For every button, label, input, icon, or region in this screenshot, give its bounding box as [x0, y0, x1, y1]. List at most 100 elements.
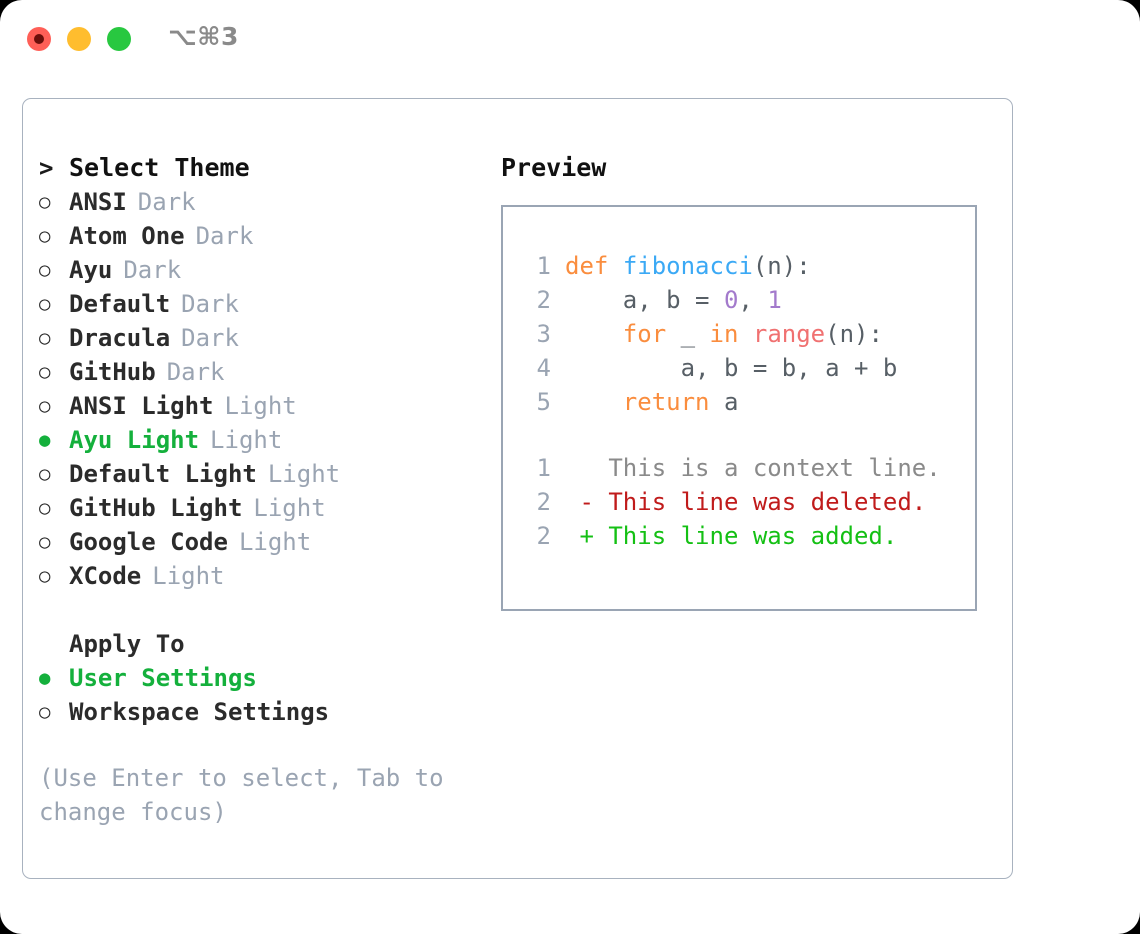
apply-to-heading: ○ Apply To [39, 627, 489, 661]
apply-to-label: Apply To [69, 630, 185, 658]
code-token: (n): [752, 252, 811, 280]
code-token: (n): [825, 320, 883, 348]
radio-unselected-icon: ○ [39, 259, 51, 281]
window-shortcut-label: ⌥⌘3 [168, 22, 239, 51]
theme-name: ANSI Light [69, 392, 214, 420]
radio-unselected-icon: ○ [39, 531, 51, 553]
radio-unselected-icon: ○ [39, 327, 51, 349]
radio-unselected-icon: ○ [39, 225, 51, 247]
theme-variant: Light [224, 392, 297, 420]
theme-list-item[interactable]: ○ Dracula Dark [39, 321, 489, 355]
theme-variant: Dark [137, 188, 196, 216]
theme-list-item[interactable]: ○ ANSI Light Light [39, 389, 489, 423]
apply-to-option[interactable]: ● User Settings [39, 661, 489, 695]
code-token: range [752, 320, 826, 348]
theme-variant: Light [152, 562, 225, 590]
code-token [738, 320, 752, 348]
minimize-button[interactable] [67, 27, 91, 51]
code-line: 3 for _ in range(n): [503, 317, 979, 351]
theme-name: Dracula [69, 324, 171, 352]
code-line-text: return a [551, 385, 739, 419]
theme-list-item[interactable]: ○ Atom One Dark [39, 219, 489, 253]
code-diff-separator [503, 419, 979, 451]
select-theme-label: Select Theme [69, 153, 250, 182]
diff-line-text: + This line was added. [565, 522, 898, 550]
code-token: in [709, 320, 739, 348]
theme-list-item[interactable]: ○ ANSI Dark [39, 185, 489, 219]
diff-line-number: 1 [536, 454, 551, 482]
theme-variant: Dark [181, 324, 239, 352]
code-line-text: def fibonacci(n): [551, 249, 811, 283]
code-token [565, 388, 623, 416]
theme-list-item[interactable]: ○ Ayu Dark [39, 253, 489, 287]
code-line-number: 5 [536, 388, 551, 416]
theme-variant: Light [267, 460, 341, 488]
theme-variant: Dark [166, 358, 225, 386]
caret-icon: > [39, 154, 54, 182]
diff-line: 2 + This line was added. [503, 519, 979, 553]
code-line-number: 2 [536, 286, 551, 314]
radio-unselected-icon: ○ [39, 565, 51, 587]
theme-name: GitHub [69, 358, 156, 386]
diff-lines: 1 This is a context line.2 - This line w… [503, 451, 979, 553]
code-token: def [565, 252, 609, 280]
code-line: 4 a, b = b, a + b [503, 351, 979, 385]
apply-to-option-label: User Settings [69, 664, 257, 692]
diff-line: 1 This is a context line. [503, 451, 979, 485]
theme-list-item[interactable]: ○ Default Light Light [39, 457, 489, 491]
diff-line-number: 2 [536, 522, 551, 550]
apply-to-option[interactable]: ○Workspace Settings [39, 695, 489, 729]
theme-name: Ayu [69, 256, 113, 284]
diff-line-text: This is a context line. [565, 454, 941, 482]
diff-line: 2 - This line was deleted. [503, 485, 979, 519]
code-token: a [709, 388, 739, 416]
code-line: 5 return a [503, 385, 979, 419]
radio-unselected-icon: ○ [39, 701, 51, 723]
close-button[interactable] [27, 27, 51, 51]
theme-variant: Dark [195, 222, 254, 250]
radio-unselected-icon: ○ [39, 463, 51, 485]
diff-line-text: - This line was deleted. [565, 488, 927, 516]
diff-line-number: 2 [536, 488, 551, 516]
radio-unselected-icon: ○ [39, 497, 51, 519]
radio-unselected-icon: ○ [39, 191, 51, 213]
preview-title: Preview [501, 153, 607, 182]
radio-unselected-icon: ○ [39, 361, 51, 383]
code-token: a, b = b, a + b [565, 354, 898, 382]
theme-variant: Light [210, 426, 283, 454]
radio-unselected-icon: ○ [39, 293, 51, 315]
preview-column: Preview [501, 151, 606, 185]
code-token: _ [666, 320, 710, 348]
code-token: fibonacci [622, 252, 753, 280]
radio-selected-icon: ● [39, 667, 51, 689]
radio-unselected-icon: ○ [39, 395, 51, 417]
apply-to-marker-placeholder: ○ [39, 627, 69, 661]
select-theme-heading: > Select Theme [39, 151, 489, 185]
code-token: a, b = [565, 286, 724, 314]
code-token: for [622, 320, 667, 348]
theme-name: Ayu Light [69, 426, 200, 454]
theme-name: ANSI [69, 188, 127, 216]
theme-list-item[interactable]: ○ GitHub Dark [39, 355, 489, 389]
code-line-text: a, b = b, a + b [551, 351, 898, 385]
code-line-number: 3 [536, 320, 551, 348]
theme-list-item[interactable]: ○ XCode Light [39, 559, 489, 593]
code-token: return [622, 388, 710, 416]
theme-name: XCode [69, 562, 142, 590]
maximize-button[interactable] [107, 27, 131, 51]
theme-name: Google Code [69, 528, 228, 556]
theme-variant: Dark [123, 256, 182, 284]
theme-name: Atom One [69, 222, 185, 250]
theme-name: Default Light [69, 460, 257, 488]
code-token: , [738, 286, 768, 314]
code-token: 0 [723, 286, 739, 314]
